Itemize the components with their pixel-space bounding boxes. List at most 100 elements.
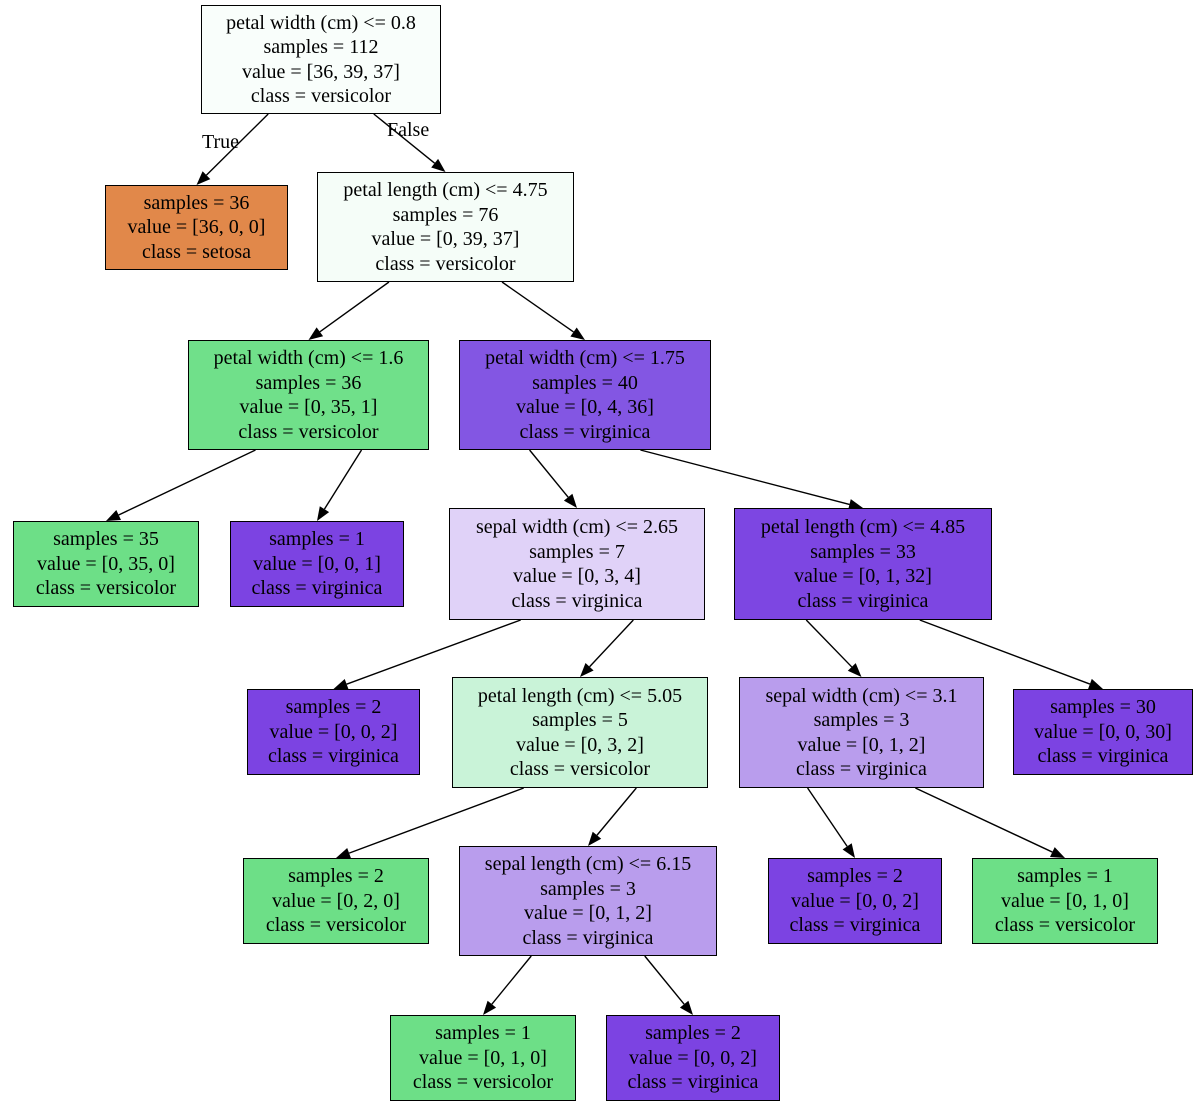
edge-n11-n16 [915, 787, 1053, 853]
node-text-line: class = versicolor [35, 577, 177, 600]
node-text-line: samples = 76 [392, 203, 499, 226]
arrowhead-n8-n12 [1088, 678, 1103, 690]
arrowhead-n0-n2 [431, 158, 446, 172]
node-text-line: samples = 1 [435, 1022, 531, 1045]
node-text-line: samples = 1 [1017, 865, 1113, 888]
edge-n3-n6 [323, 449, 363, 510]
node-text-line: sepal length (cm) <= 6.15 [484, 853, 692, 875]
edge-n0-n2 [373, 113, 436, 164]
node-text-line: value = [0, 35, 1] [239, 396, 378, 418]
node-text-line: class = versicolor [509, 758, 651, 780]
edge-n14-n18 [644, 955, 685, 1005]
node-text-line: class = versicolor [265, 914, 407, 937]
node-text-line: class = versicolor [238, 420, 379, 443]
node-text-line: class = virginica [627, 1071, 759, 1094]
edge-n10-n14 [596, 787, 637, 836]
node-text-line: class = virginica [522, 926, 654, 949]
node-text-line: value = [0, 35, 0] [37, 552, 175, 575]
node-text-line: samples = 35 [53, 528, 159, 551]
node-text-line: petal length (cm) <= 4.75 [343, 179, 548, 201]
node-text-line: value = [36, 0, 0] [127, 216, 266, 239]
node-text-line: value = [0, 0, 30] [1034, 720, 1172, 743]
node-text-line: class = virginica [268, 745, 399, 768]
node-text-line: value = [0, 0, 1] [253, 552, 381, 575]
edge-n14-n17 [491, 955, 532, 1005]
arrowhead-n10-n13 [336, 848, 351, 859]
node-text-line: class = versicolor [375, 252, 516, 275]
edge-n10-n13 [348, 787, 524, 854]
arrowhead-n10-n14 [588, 831, 602, 846]
arrowhead-n4-n8 [848, 499, 863, 510]
node-text-line: samples = 2 [288, 865, 384, 888]
node-text-line: value = [0, 1, 2] [797, 733, 926, 756]
arrowhead-n0-n1 [196, 171, 211, 185]
node-text-line: samples = 33 [810, 540, 916, 563]
node-text-line: samples = 2 [645, 1022, 741, 1045]
node-text-line: sepal width (cm) <= 2.65 [476, 516, 678, 538]
node-text-line: petal length (cm) <= 4.85 [760, 516, 966, 538]
node-text-line: class = virginica [519, 420, 651, 443]
node-text-line: samples = 40 [532, 371, 638, 394]
node-text-line: samples = 2 [285, 696, 382, 719]
node-text-line: value = [0, 1, 32] [794, 565, 932, 587]
node-text-line: samples = 36 [143, 191, 250, 214]
node-text-line: samples = 3 [813, 709, 910, 731]
node-text-line: samples = 36 [255, 371, 362, 394]
arrowhead-n2-n4 [570, 327, 585, 340]
node-text-line: samples = 2 [807, 865, 903, 888]
edge-n8-n11 [805, 619, 853, 668]
arrowhead-n3-n6 [317, 506, 330, 521]
node-text-line: value = [0, 3, 2] [516, 733, 644, 756]
node-text-line: class = virginica [789, 914, 921, 937]
node-text-line: samples = 3 [540, 877, 636, 900]
node-text-line: value = [0, 1, 0] [419, 1046, 547, 1069]
node-text-line: value = [0, 1, 2] [524, 902, 652, 924]
arrowhead-n7-n10 [580, 663, 594, 677]
node-text-line: value = [0, 3, 4] [513, 565, 641, 587]
node-text-line: value = [0, 4, 36] [516, 396, 654, 418]
edge-n7-n10 [589, 619, 634, 668]
arrowhead-n7-n9 [333, 679, 349, 690]
node-text-line: petal length (cm) <= 5.05 [477, 684, 683, 707]
node-text-line: class = virginica [511, 589, 643, 612]
node-text-line: samples = 1 [269, 528, 365, 551]
node-text-line: sepal width (cm) <= 3.1 [765, 684, 958, 707]
edge-n11-n15 [807, 787, 848, 847]
arrowhead-n2-n3 [308, 327, 324, 340]
node-text-line: class = setosa [141, 240, 252, 263]
node-text-line: class = virginica [796, 758, 927, 780]
node-text-line: samples = 30 [1050, 696, 1156, 719]
node-text-line: class = virginica [797, 589, 929, 612]
node-text-line: class = virginica [1037, 745, 1169, 768]
edge-n2-n3 [319, 281, 390, 333]
node-text-line: value = [0, 0, 2] [791, 889, 919, 912]
node-text-line: petal width (cm) <= 1.6 [213, 347, 404, 369]
node-text-line: value = [0, 2, 0] [272, 889, 400, 912]
node-text-line: class = virginica [251, 577, 383, 600]
edge-n8-n12 [919, 619, 1091, 685]
node-text-line: class = versicolor [250, 85, 392, 107]
edge-n4-n8 [640, 449, 850, 506]
arrowhead-n11-n15 [842, 843, 855, 858]
node-text-line: class = versicolor [412, 1071, 554, 1094]
node-text-line: class = versicolor [994, 914, 1136, 937]
edge-n3-n5 [118, 449, 256, 516]
node-text-line: value = [0, 1, 0] [1001, 889, 1129, 912]
